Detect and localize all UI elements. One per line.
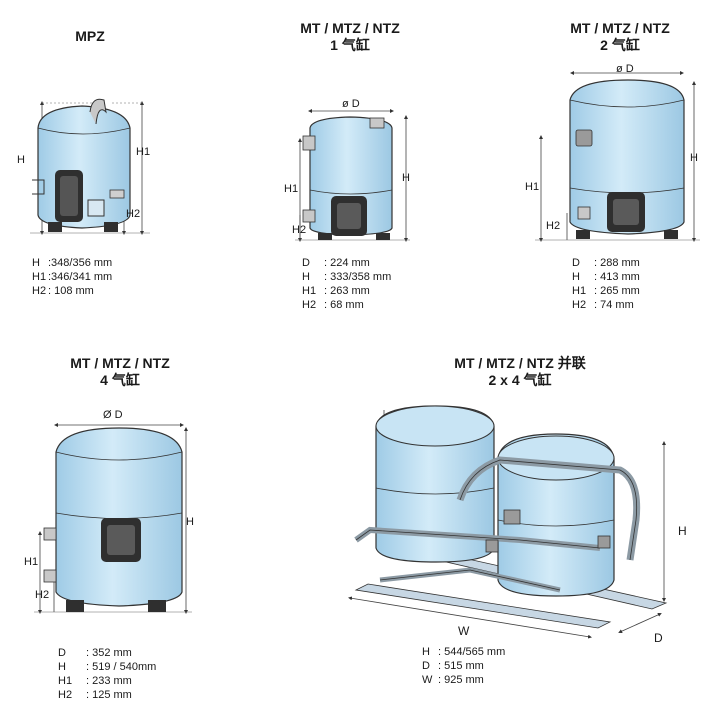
two-d-label: ø D bbox=[616, 63, 634, 75]
mpz-drawing bbox=[30, 98, 150, 235]
tandem-d-dim-line bbox=[618, 612, 662, 634]
spec-row: H2: 68 mm bbox=[302, 299, 364, 311]
single-cylinder-drawing bbox=[295, 109, 410, 242]
single-h-label: H bbox=[402, 172, 410, 184]
spec-row: D: 515 mm bbox=[422, 660, 484, 672]
tandem-d-label: D bbox=[654, 631, 663, 645]
single-h2-label: H2 bbox=[292, 224, 307, 236]
four-d-label: Ø D bbox=[103, 409, 123, 421]
four-h1-label: H1 bbox=[24, 556, 39, 568]
tandem-drawing bbox=[348, 405, 668, 639]
tandem-w-dim-line bbox=[348, 596, 592, 639]
spec-row: H2: 74 mm bbox=[572, 299, 634, 311]
four-cylinder-specs: D: 352 mm H: 519 / 540mm H1: 233 mm H2: … bbox=[58, 646, 156, 702]
two-h-label: H bbox=[690, 152, 698, 164]
two-h1-label: H1 bbox=[525, 181, 540, 193]
spec-row: H1: 263 mm bbox=[302, 285, 370, 297]
spec-row: H2: 125 mm bbox=[58, 689, 132, 701]
spec-row: H: 544/565 mm bbox=[422, 646, 506, 658]
spec-row: H: 519 / 540mm bbox=[58, 661, 157, 673]
four-h2-label: H2 bbox=[35, 589, 50, 601]
tandem-h-label: H bbox=[678, 524, 687, 538]
spec-row: D: 288 mm bbox=[572, 257, 640, 269]
four-cylinder-drawing bbox=[34, 423, 192, 614]
tandem-w-label: W bbox=[458, 624, 470, 638]
mpz-h-label: H bbox=[17, 154, 25, 166]
tandem-specs: H: 544/565 mm D: 515 mm W: 925 mm bbox=[422, 645, 505, 687]
spec-row: H1:346/341 mm bbox=[32, 271, 113, 283]
spec-row: H: 413 mm bbox=[572, 271, 640, 283]
single-cylinder-specs: D: 224 mm H: 333/358 mm H1: 263 mm H2: 6… bbox=[302, 256, 391, 312]
two-h2-label: H2 bbox=[546, 220, 561, 232]
spec-row: H1: 233 mm bbox=[58, 675, 132, 687]
spec-row: H1: 265 mm bbox=[572, 285, 640, 297]
single-d-label: ø D bbox=[342, 98, 360, 110]
two-cylinder-drawing bbox=[535, 71, 700, 242]
spec-row: H2: 108 mm bbox=[32, 285, 94, 297]
mpz-specs: H:348/356 mm H1:346/341 mm H2: 108 mm bbox=[32, 256, 112, 298]
single-h1-label: H1 bbox=[284, 183, 299, 195]
two-cylinder-specs: D: 288 mm H: 413 mm H1: 265 mm H2: 74 mm bbox=[572, 256, 640, 312]
spec-row: H:348/356 mm bbox=[32, 257, 113, 269]
spec-row: W: 925 mm bbox=[422, 674, 484, 686]
mpz-h1-label: H1 bbox=[136, 146, 151, 158]
mpz-title: MPZ bbox=[75, 28, 105, 44]
spec-row: D: 352 mm bbox=[58, 647, 132, 659]
spec-row: D: 224 mm bbox=[302, 257, 370, 269]
mpz-h2-label: H2 bbox=[126, 208, 141, 220]
four-h-label: H bbox=[186, 516, 194, 528]
spec-row: H: 333/358 mm bbox=[302, 271, 392, 283]
